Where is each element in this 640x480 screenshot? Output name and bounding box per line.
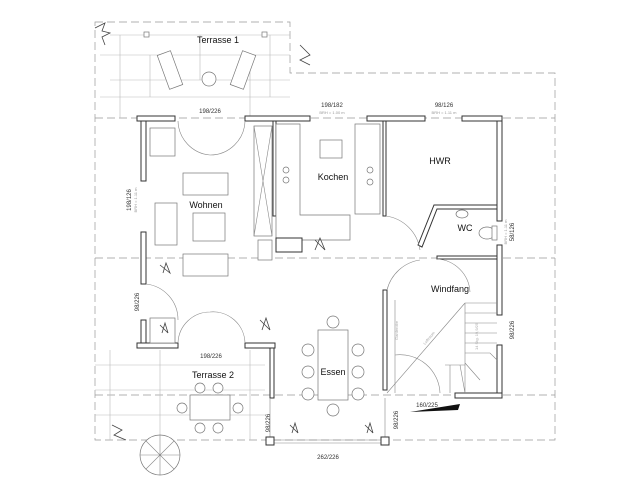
wc-fixtures — [455, 209, 498, 241]
dim-dining-left: 98/226 — [266, 413, 272, 432]
room-label-dining: Essen — [320, 367, 345, 377]
room-label-living: Wohnen — [189, 200, 222, 210]
brh-living-left: BRH = 1.11 m — [133, 187, 138, 213]
room-label-terrace-2: Terrasse 2 — [192, 370, 234, 380]
dim-entrance-right: 98/226 — [510, 320, 516, 339]
annotation-void: Luftraum — [422, 330, 436, 346]
living-furniture — [149, 127, 229, 344]
doors — [145, 120, 471, 394]
dim-dining-bottom: 262/226 — [317, 455, 339, 461]
dim-living-door: 98/226 — [135, 292, 141, 311]
dim-dining-right: 98/226 — [394, 410, 400, 429]
brh-hwr: BRH = 1.11 m — [432, 110, 458, 115]
brh-wc-right: BRH = 1.11 m — [503, 219, 508, 245]
room-label-kitchen: Kochen — [318, 172, 349, 182]
dim-hwr-top: 98/126 — [435, 103, 454, 109]
dining-furniture — [301, 315, 365, 417]
dim-living-bottom: 198/226 — [200, 354, 222, 360]
room-label-entrance: Windfang — [431, 284, 469, 294]
staircase — [386, 300, 498, 412]
brh-kitchen: BRH = 1.00 m — [319, 110, 345, 115]
dim-entrance-door: 160/225 — [416, 403, 438, 409]
room-label-utility: HWR — [429, 156, 451, 166]
annotation-wardrobe: Garderobe — [394, 320, 399, 340]
terrace-1-paving — [100, 31, 290, 118]
annotation-stairs: 14 Stg. 19,9/25 — [474, 322, 479, 350]
walls — [136, 115, 503, 446]
kitchen-furniture — [253, 123, 381, 261]
dim-living-top: 198/226 — [199, 109, 221, 115]
room-label-terrace-1: Terrasse 1 — [197, 35, 239, 45]
dim-kitchen-top: 198/182 — [321, 103, 343, 109]
dim-wc-right: 58/126 — [510, 222, 516, 241]
dim-living-left: 198/126 — [127, 189, 133, 211]
room-label-wc: WC — [458, 223, 473, 233]
terrace-2-paving — [95, 350, 265, 476]
plant-icons — [94, 22, 374, 441]
